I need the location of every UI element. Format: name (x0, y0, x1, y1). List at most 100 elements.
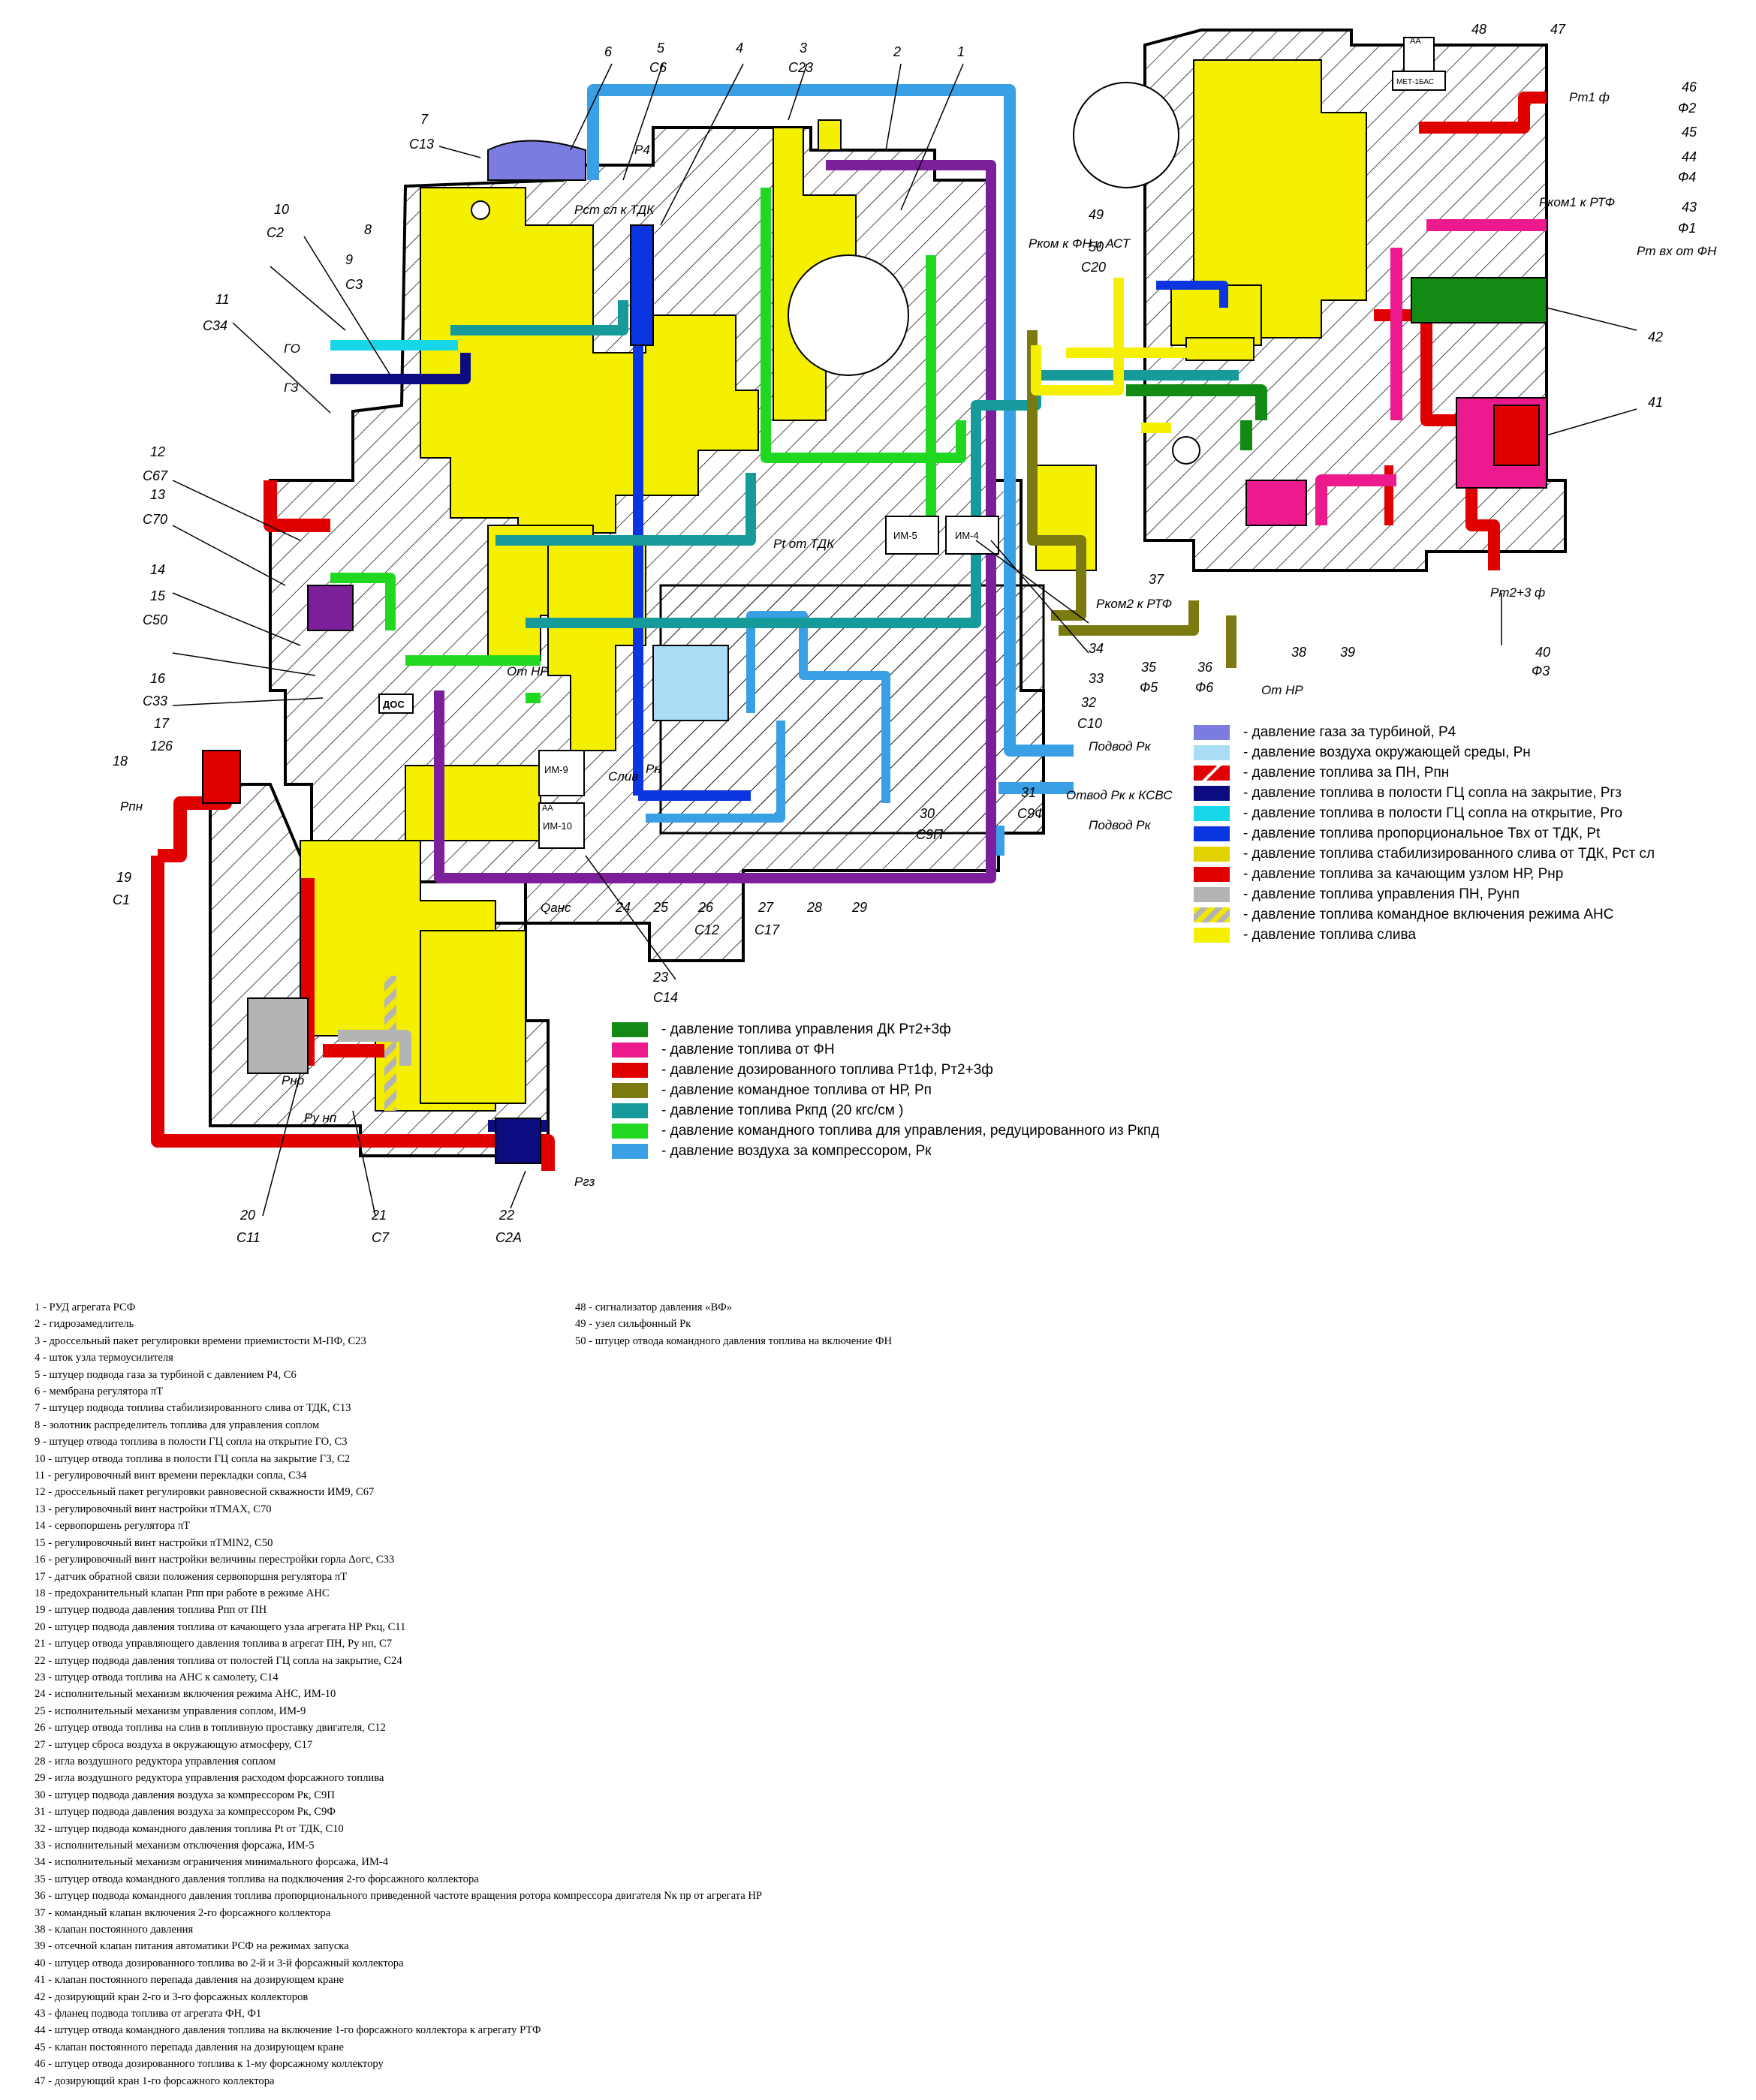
port-p4: Р4 (634, 143, 650, 157)
parts-list-item: 11 - регулировочный винт времени перекла… (35, 1470, 307, 1482)
callout-40: 40 (1535, 645, 1550, 660)
parts-list-item: 34 - исполнительный механизм ограничения… (35, 1856, 389, 1869)
olive-nr-line (1027, 330, 1236, 668)
callout-22-code: C2A (495, 1230, 522, 1245)
parts-list-item: 50 - штуцер отвода командного давления т… (575, 1334, 893, 1347)
parts-list-item: 21 - штуцер отвода управляющего давления… (35, 1638, 392, 1650)
label-dos: ДОС (383, 699, 405, 710)
pink-valve-unit (1245, 480, 1307, 526)
parts-list-item: 16 - регулировочный винт настройки велич… (35, 1554, 395, 1566)
legend-label: - давление дозированного топлива Рт1ф, Р… (661, 1061, 993, 1078)
callout-16-code: C33 (143, 693, 167, 709)
parts-list-item: 41 - клапан постоянного перепада давлени… (35, 1974, 345, 1987)
callout-22: 22 (498, 1208, 514, 1223)
parts-list-item: 42 - дозирующий кран 2-го и 3-го форсажн… (35, 1990, 309, 2003)
parts-list-item: 43 - фланец подвода топлива от агрегата … (35, 2008, 262, 2020)
callout-42: 42 (1648, 329, 1663, 344)
callout-2: 2 (893, 44, 901, 59)
legend-swatch (1194, 745, 1230, 760)
callout-21-code: C7 (372, 1230, 390, 1245)
parts-list-left: 1 - РУД агрегата РСФ 2 - гидрозамедлител… (35, 1299, 762, 2089)
pt-blue-short (1156, 281, 1228, 308)
parts-list-item: 40 - штуцер отвода дозированного топлива… (35, 1957, 404, 1969)
legend-item: - давление командного топлива для управл… (612, 1121, 1159, 1141)
callout-126: 126 (150, 739, 173, 754)
parts-list-item: 2 - гидрозамедлитель (35, 1318, 134, 1331)
parts-list-item: 32 - штуцер подвода командного давления … (35, 1822, 344, 1835)
rk-air-unit (652, 645, 729, 721)
legend-label: - давление топлива стабилизированного сл… (1243, 845, 1655, 862)
legend-label: - давление топлива в полости ГЦ сопла на… (1243, 805, 1623, 821)
port-rn: Рн (646, 762, 661, 776)
legend-label: - давление командного топлива для управл… (661, 1122, 1160, 1139)
label-aa1: АА (1410, 37, 1421, 46)
callout-4: 4 (736, 41, 743, 56)
port-otvod-rk: Отвод Рк к КСВС (1066, 788, 1173, 802)
callout-1: 1 (957, 44, 965, 59)
servo-piston-unit (307, 585, 354, 631)
port-rkom-fn: Рком к ФН и АСТ (1029, 236, 1131, 251)
callout-labels: 1 2 3 C23 4 5 C6 6 7 C13 8 9 C3 10 C2 11… (113, 22, 1697, 1245)
legend-item: - давление дозированного топлива Рт1ф, Р… (612, 1060, 1159, 1080)
port-rgz: Ргз (574, 1175, 595, 1189)
legend-item: - давление топлива слива (1194, 925, 1655, 945)
legend-label: - давление топлива управления ПН, Рунп (1243, 886, 1520, 902)
callout-48: 48 (1471, 22, 1486, 37)
callout-8: 8 (364, 222, 372, 237)
callout-11-code: C34 (203, 318, 227, 333)
purple-command-line (434, 160, 996, 883)
callout-27-code: C17 (755, 922, 780, 937)
parts-list-item: 22 - штуцер подвода давления топлива от … (35, 1654, 402, 1667)
callout-23-code: C14 (653, 990, 678, 1005)
callout-20-code: C11 (236, 1230, 261, 1245)
legend-swatch (1194, 826, 1230, 841)
port-sliv: Слив (608, 769, 638, 784)
legend-item: - давление топлива управления ДК Рт2+3ф (612, 1019, 1159, 1039)
callout-12-code: C67 (143, 468, 168, 483)
parts-list-item: 26 - штуцер отвода топлива на слив в топ… (35, 1722, 386, 1734)
aa-box (1403, 37, 1435, 72)
legend-item: - давление топлива Ркпд (20 кгс/см ) (612, 1100, 1159, 1121)
callout-32-code: C10 (1077, 716, 1102, 731)
parts-list-item: 31 - штуцер подвода давления воздуха за … (35, 1806, 336, 1819)
legend-swatch (612, 1062, 648, 1078)
legend-label: - давление топлива управления ДК Рт2+3ф (661, 1021, 951, 1037)
legend-item: - давление топлива в полости ГЦ сопла на… (1194, 783, 1655, 803)
callout-39: 39 (1340, 645, 1355, 660)
legend-item: - давление воздуха окружающей среды, Рн (1194, 742, 1655, 763)
callout-11: 11 (215, 292, 230, 307)
parts-list-item: 6 - мембрана регулятора πТ (35, 1385, 164, 1398)
callout-5: 5 (657, 41, 665, 56)
legend-label: - давление воздуха окружающей среды, Рн (1243, 744, 1531, 760)
air-rk-line-2 (646, 611, 890, 823)
legend-label: - давление топлива слива (1243, 926, 1416, 943)
callout-38: 38 (1291, 645, 1306, 660)
gray-unp-line (338, 1030, 411, 1066)
parts-list-item: 25 - исполнительный механизм управления … (35, 1704, 306, 1717)
leader-lines (172, 63, 1637, 1217)
port-podvod-rk: Подвод Рк (1089, 739, 1152, 754)
legend-label: - давление командное топлива от НР, Рп (661, 1082, 932, 1098)
parts-list-item: 35 - штуцер отвода командного давления т… (35, 1873, 479, 1885)
parts-list-item: 14 - сервопоршень регулятора πТ (35, 1520, 191, 1533)
parts-list-item: 12 - дроссельный пакет регулировки равно… (35, 1486, 375, 1499)
parts-list-item: 33 - исполнительный механизм отключения … (35, 1840, 315, 1852)
dos-box (378, 693, 414, 714)
port-ru-np: Ру нп (304, 1111, 337, 1125)
legend-swatch (612, 1123, 648, 1139)
legend-item: - давление газа за турбиной, Р4 (1194, 722, 1655, 742)
fast-response-dial (788, 254, 909, 376)
port-labels: ГО ГЗ Рпн Ргз Рt от ТДК Рст сл к ТДК Р4 … (120, 90, 1717, 1189)
callout-35: 35 (1141, 660, 1157, 675)
nozzle-gz-unit (495, 1118, 541, 1164)
legend-swatch (1194, 785, 1230, 801)
label-im5: ИМ-5 (893, 530, 917, 541)
port-qans: Qанс (541, 901, 571, 915)
parts-list-item: 5 - штуцер подвода газа за турбиной с да… (35, 1368, 297, 1381)
callout-30-code: C9П (916, 827, 944, 842)
callout-47: 47 (1550, 22, 1566, 37)
teal-rkpd-line (450, 300, 1239, 628)
callout-43: 43 (1682, 200, 1697, 215)
legend-item: - давление воздуха за компрессором, Рк (612, 1141, 1159, 1161)
parts-list-item: 20 - штуцер подвода давления топлива от … (35, 1620, 406, 1633)
